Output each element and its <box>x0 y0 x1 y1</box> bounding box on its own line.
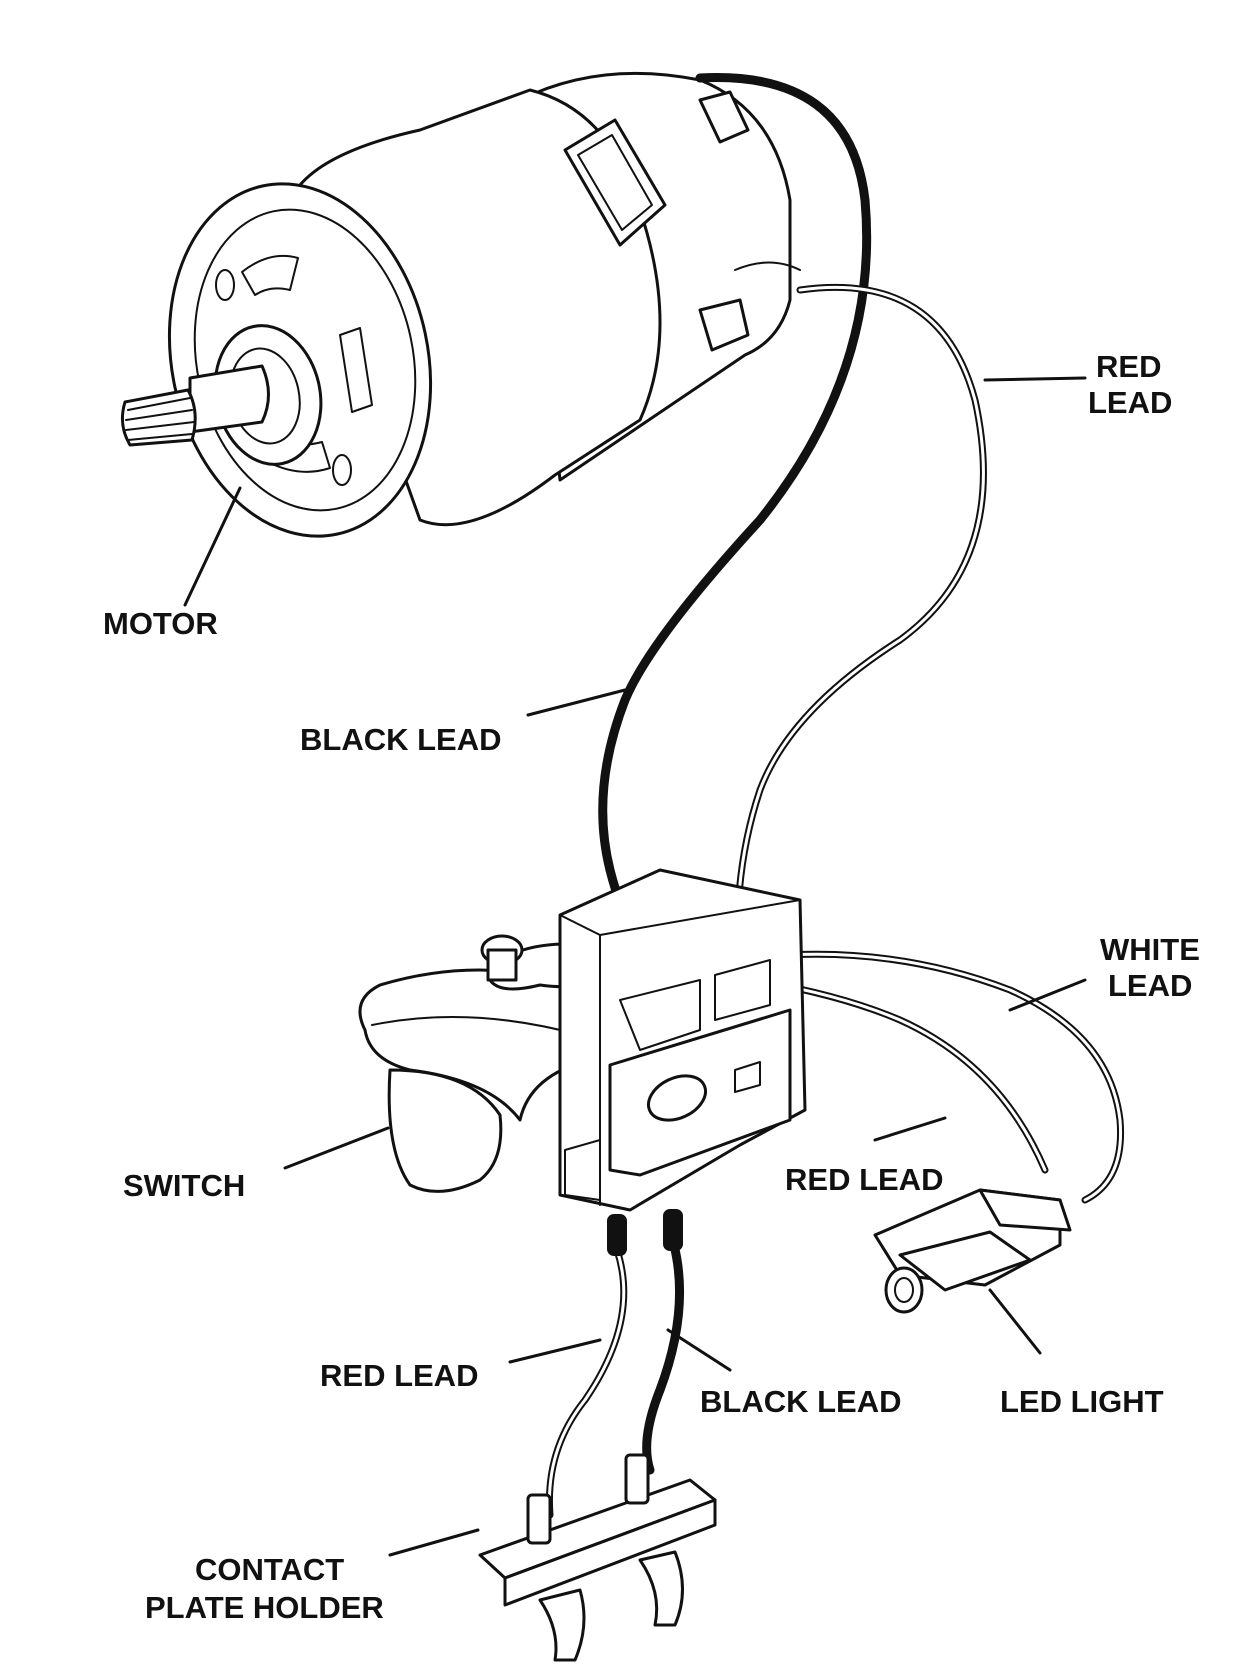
label-red-lead-lower: RED LEAD <box>320 1358 478 1393</box>
switch-drawing <box>283 868 807 1256</box>
label-switch: SWITCH <box>123 1168 245 1203</box>
label-black-lead-upper: BLACK LEAD <box>300 722 502 757</box>
labels: MOTOR RED LEAD BLACK LEAD WHITE LEAD SWI… <box>103 349 1200 1625</box>
led-light-drawing <box>873 1188 1072 1355</box>
label-red-lead-top-line1: RED <box>1096 349 1161 384</box>
label-red-lead-middle: RED LEAD <box>785 1162 943 1197</box>
leader-lines <box>508 376 1087 1372</box>
label-white-lead-line1: WHITE <box>1100 932 1200 967</box>
label-contact-line2: PLATE HOLDER <box>145 1590 384 1625</box>
motor-drawing <box>120 71 801 607</box>
label-red-lead-top-line2: LEAD <box>1088 385 1172 420</box>
label-black-lead-lower: BLACK LEAD <box>700 1384 902 1419</box>
label-motor: MOTOR <box>103 606 218 641</box>
label-led-light: LED LIGHT <box>1000 1384 1164 1419</box>
contact-plate-drawing <box>388 1453 717 1662</box>
label-contact-line1: CONTACT <box>195 1552 344 1587</box>
label-white-lead-line2: LEAD <box>1108 968 1192 1003</box>
